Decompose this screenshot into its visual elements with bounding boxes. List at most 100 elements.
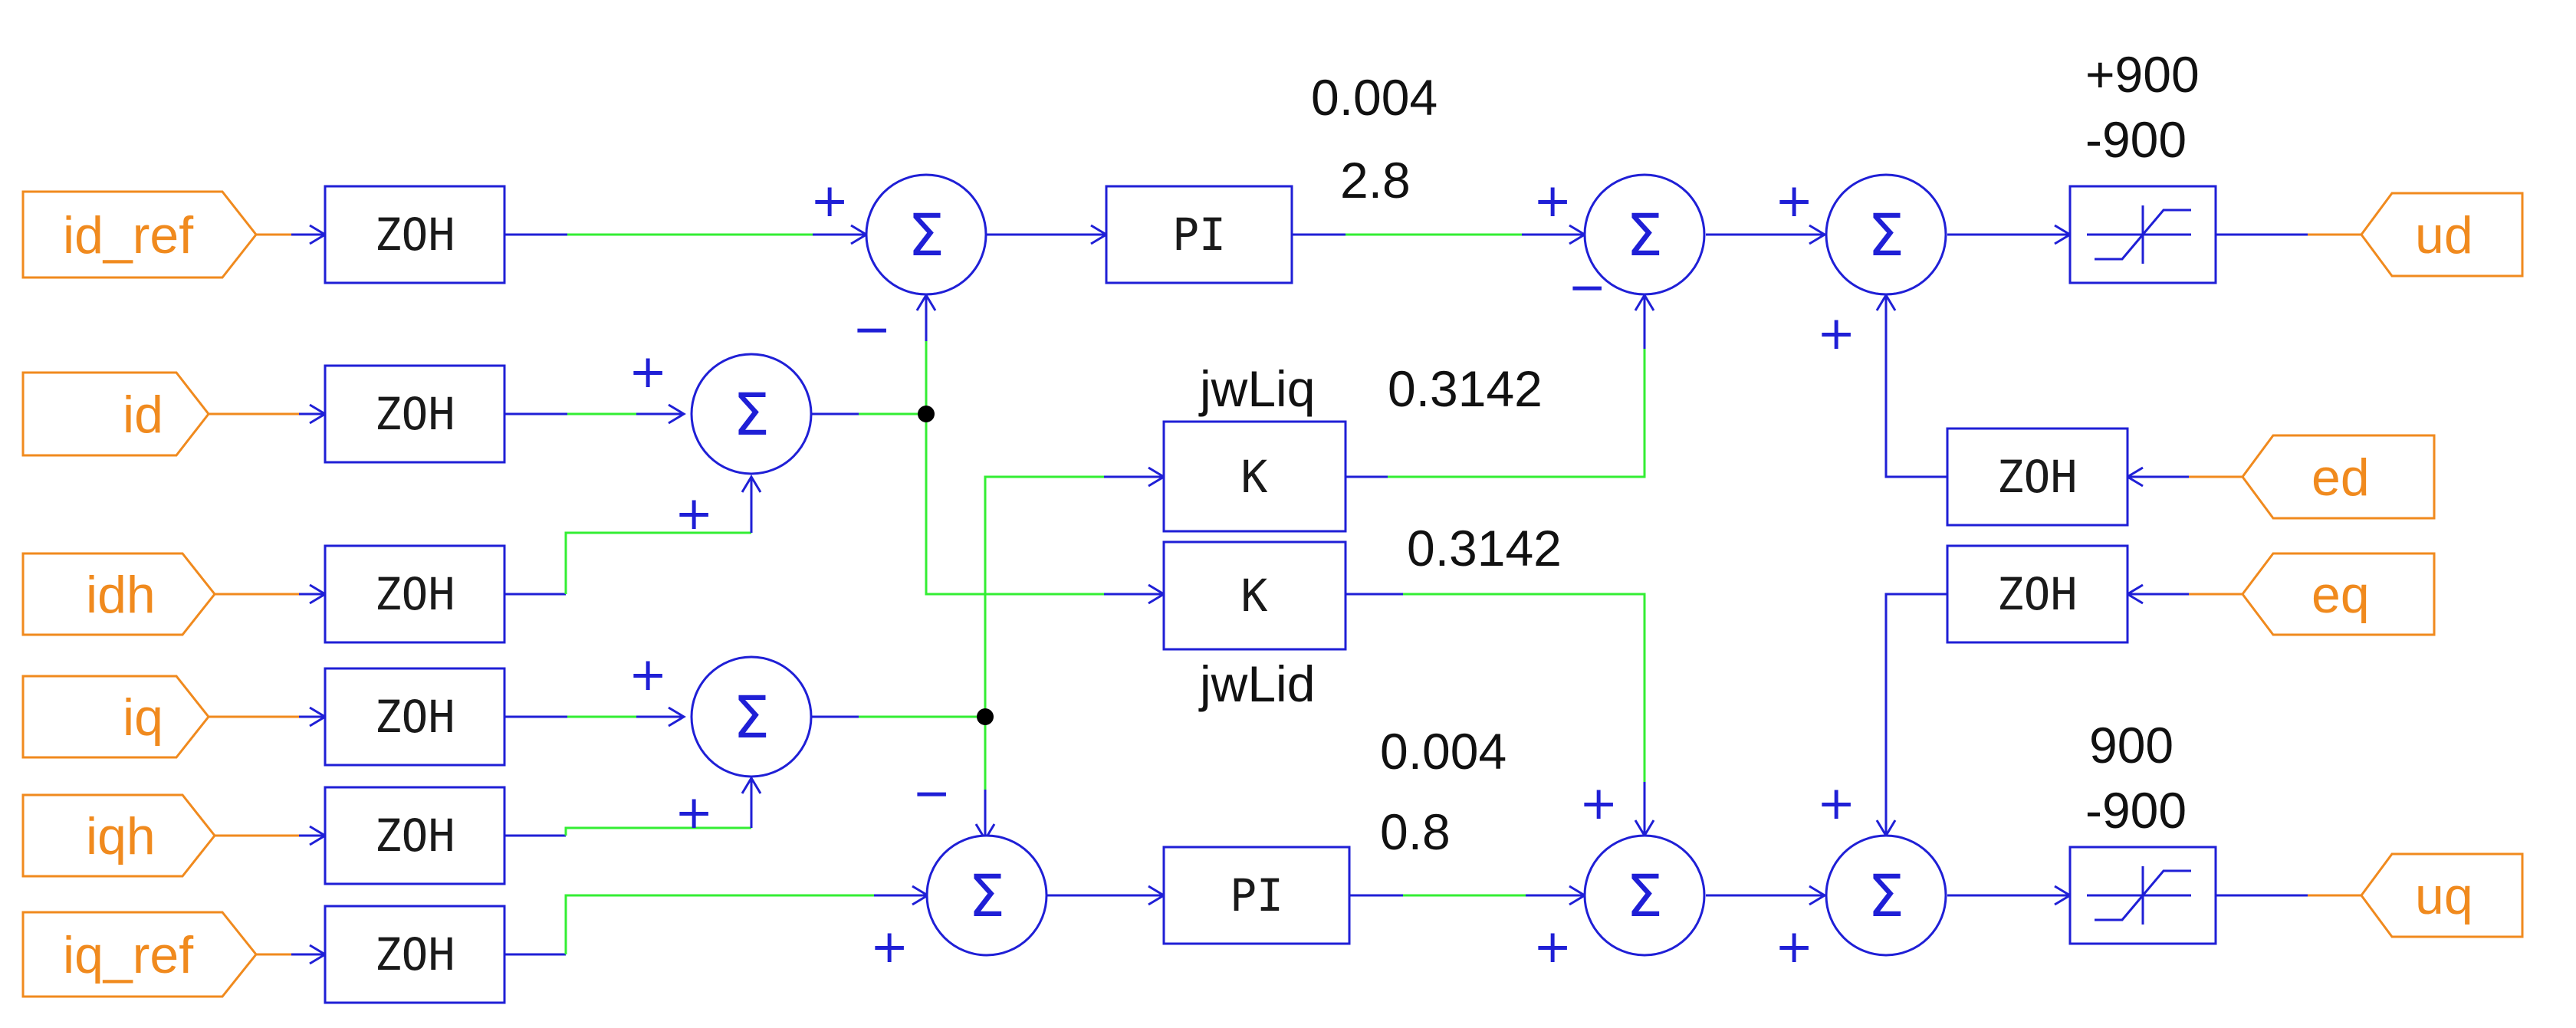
input-ports: id_ref id idh iq iqh iq_ref ed eq xyxy=(21,190,2436,998)
gain-label: K xyxy=(1241,451,1268,503)
arrow-icon xyxy=(1809,224,1827,245)
gain-label: K xyxy=(1241,570,1268,622)
port-iqh[interactable]: iqh xyxy=(21,793,216,878)
gain-bottom-value: 0.3142 xyxy=(1407,520,1562,576)
port-eq[interactable]: eq xyxy=(2241,552,2436,636)
sum-circle xyxy=(865,173,987,296)
minus-sign: − xyxy=(912,767,951,820)
sum-q-error[interactable]: Σ xyxy=(925,834,1048,957)
zoh-blocks: ZOH ZOH ZOH ZOH ZOH ZOH ZOH ZOH xyxy=(324,185,2129,1004)
sum-circle xyxy=(1825,834,1947,957)
sum-circle xyxy=(1583,834,1706,957)
port-label-id: id xyxy=(123,386,163,444)
port-uq[interactable]: uq xyxy=(2360,852,2524,938)
saturation-curve-icon xyxy=(2095,869,2191,921)
port-label-idh: idh xyxy=(86,566,156,624)
arrow-icon xyxy=(668,403,686,425)
junction-dot xyxy=(977,708,994,725)
sum-circle xyxy=(1825,173,1947,296)
pi-block-q[interactable]: PI xyxy=(1162,846,1351,945)
port-idh[interactable]: idh xyxy=(21,552,216,636)
zoh-block-id_ref[interactable]: ZOH xyxy=(324,185,506,284)
plus-sign: + xyxy=(629,648,667,701)
port-shape xyxy=(21,552,216,636)
arrow-icon xyxy=(741,475,762,493)
wire-seg xyxy=(564,894,874,954)
plus-sign: + xyxy=(1533,174,1572,228)
plus-sign: + xyxy=(870,920,909,974)
wire-seg xyxy=(564,531,751,594)
pi-rect xyxy=(1105,185,1293,284)
port-label-eq: eq xyxy=(2312,566,2370,624)
plus-sign: + xyxy=(1775,920,1813,974)
output-ports: ud uq xyxy=(2360,192,2524,938)
pi-block-d[interactable]: PI xyxy=(1105,185,1293,284)
plus-sign: + xyxy=(1579,777,1618,830)
pi-q-param-2: 0.8 xyxy=(1380,803,1451,860)
sum-circle xyxy=(925,834,1048,957)
sigma-icon: Σ xyxy=(733,380,770,448)
sum-d-decouple[interactable]: Σ xyxy=(1583,173,1706,296)
zoh-label: ZOH xyxy=(1997,568,2078,620)
sum-d-error[interactable]: Σ xyxy=(865,173,987,296)
port-shape xyxy=(2241,552,2436,636)
port-label-id_ref: id_ref xyxy=(63,206,193,264)
port-label-iqh: iqh xyxy=(86,807,156,865)
arrow-icon xyxy=(1809,885,1827,906)
gain-bottom-name: jwLid xyxy=(1198,655,1315,712)
sigma-icon: Σ xyxy=(733,683,770,751)
minus-sign: − xyxy=(1568,261,1606,314)
wire-seg xyxy=(984,475,1104,717)
gain-block-jwLiq[interactable]: K xyxy=(1162,420,1347,533)
zoh-label: ZOH xyxy=(1997,451,2078,503)
port-id_ref[interactable]: id_ref xyxy=(21,190,258,279)
summers: Σ Σ Σ Σ Σ Σ Σ Σ xyxy=(690,173,1947,957)
port-shape xyxy=(21,675,210,759)
zoh-block-iq_ref[interactable]: ZOH xyxy=(324,905,506,1004)
pi-q-param-1: 0.004 xyxy=(1380,723,1506,780)
port-id[interactable]: id xyxy=(21,371,210,457)
zoh-block-iqh[interactable]: ZOH xyxy=(324,786,506,885)
port-shape xyxy=(21,190,258,279)
sigma-icon: Σ xyxy=(1868,862,1904,930)
wire-seg xyxy=(1403,593,1646,782)
zoh-rect xyxy=(324,667,506,767)
port-shape xyxy=(2241,434,2436,520)
limiter-block-q[interactable] xyxy=(2068,846,2217,945)
sum-q-decouple[interactable]: Σ xyxy=(1583,834,1706,957)
gain-block-jwLid[interactable]: K xyxy=(1162,540,1347,651)
sum-q-feedforward[interactable]: Σ xyxy=(1825,834,1947,957)
limiter-d-upper: +900 xyxy=(2085,46,2200,103)
port-ud[interactable]: ud xyxy=(2360,192,2524,278)
pi-rect xyxy=(1162,846,1351,945)
zoh-label: ZOH xyxy=(375,810,455,862)
zoh-rect xyxy=(1946,427,2129,527)
zoh-rect xyxy=(324,364,506,464)
saturation-curve-icon xyxy=(2095,209,2191,261)
zoh-block-ed[interactable]: ZOH xyxy=(1946,427,2129,527)
pi-d-param-1: 0.004 xyxy=(1311,69,1438,126)
zoh-block-id[interactable]: ZOH xyxy=(324,364,506,464)
wire-seg xyxy=(1884,295,1947,478)
zoh-block-idh[interactable]: ZOH xyxy=(324,544,506,644)
port-shape xyxy=(21,911,258,998)
limiter-q-upper: 900 xyxy=(2089,717,2174,773)
zoh-block-eq[interactable]: ZOH xyxy=(1946,544,2129,644)
sum-circle xyxy=(690,353,813,475)
zoh-block-iq[interactable]: ZOH xyxy=(324,667,506,767)
sum-id-idh[interactable]: Σ xyxy=(690,353,813,475)
pi-label: PI xyxy=(1230,869,1283,921)
limiter-block-d[interactable] xyxy=(2068,185,2217,284)
wire-seg xyxy=(564,826,751,836)
plus-sign: + xyxy=(1817,777,1855,830)
parameter-labels: 0.004 2.8 jwLiq 0.3142 0.3142 jwLid 0.00… xyxy=(1198,46,2200,860)
sum-iq-iqh[interactable]: Σ xyxy=(690,655,813,778)
port-ed[interactable]: ed xyxy=(2241,434,2436,520)
port-iq[interactable]: iq xyxy=(21,675,210,759)
sum-d-feedforward[interactable]: Σ xyxy=(1825,173,1947,296)
gain-rect xyxy=(1162,540,1347,651)
port-iq_ref[interactable]: iq_ref xyxy=(21,911,258,998)
plus-sign: + xyxy=(675,487,713,540)
plus-sign: + xyxy=(1533,920,1572,974)
